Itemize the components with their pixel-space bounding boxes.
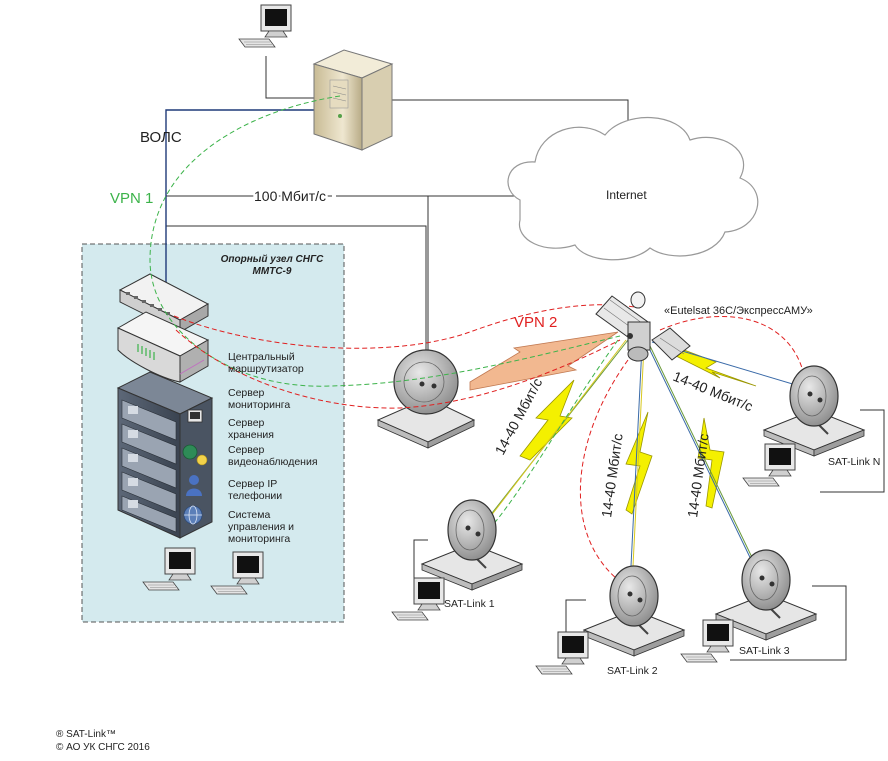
monitoring-server-label: Сервер мониторинга xyxy=(228,387,291,411)
sat-link-3-station xyxy=(680,549,847,663)
network-globe-icon xyxy=(183,505,203,525)
hub-uplink-beam xyxy=(469,331,619,391)
video-server-label: Сервер видеонаблюдения xyxy=(228,444,318,468)
admin-pc xyxy=(238,4,292,48)
satellite xyxy=(595,291,691,362)
fiber-line xyxy=(165,109,314,290)
user-icon xyxy=(186,475,202,496)
vpn1-label: VPN 1 xyxy=(110,190,153,207)
internet-cloud xyxy=(507,116,759,261)
hub-dish xyxy=(376,349,476,449)
vpn2-path xyxy=(173,304,807,587)
globe-icon xyxy=(182,444,208,466)
speed-100-label: 100 Мбит/с xyxy=(254,188,326,204)
ip-telephony-server-label: Сервер IP телефонии xyxy=(228,478,283,502)
internet-label: Internet xyxy=(606,188,647,202)
server-rack xyxy=(116,371,214,539)
rate-label-b: 14-40 Мбит/с xyxy=(598,433,626,519)
sat-link-n-station xyxy=(742,365,885,493)
copyright-trademark: ® SAT-Link™ xyxy=(56,729,116,740)
sat-link-2-label: SAT-Link 2 xyxy=(607,665,658,677)
sat-link-2-station xyxy=(535,565,685,675)
storage-server-label: Сервер хранения xyxy=(228,417,274,441)
control-system-label: Система управления и мониторинга xyxy=(228,509,295,545)
satellite-label: «Eutelsat 36C/ЭкспрессАМУ» xyxy=(664,305,813,317)
sat-link-1-label: SAT-Link 1 xyxy=(444,598,495,610)
main-server xyxy=(312,49,394,151)
monitor-icon xyxy=(187,409,203,423)
copyright-owner: © АО УК СНГС 2016 xyxy=(56,742,150,753)
router-label: Центральный маршрутизатор xyxy=(228,351,304,375)
vpn2-label: VPN 2 xyxy=(514,314,557,331)
hub-title-line2: ММТС-9 xyxy=(253,266,292,277)
vols-label: ВОЛС xyxy=(140,129,182,146)
hub-title-line1: Опорный узел СНГС xyxy=(221,254,324,265)
sat-link-3-label: SAT-Link 3 xyxy=(739,645,790,657)
sat-link-n-label: SAT-Link N xyxy=(828,456,881,468)
central-router xyxy=(116,311,210,383)
sat-link-1-station xyxy=(391,499,523,621)
